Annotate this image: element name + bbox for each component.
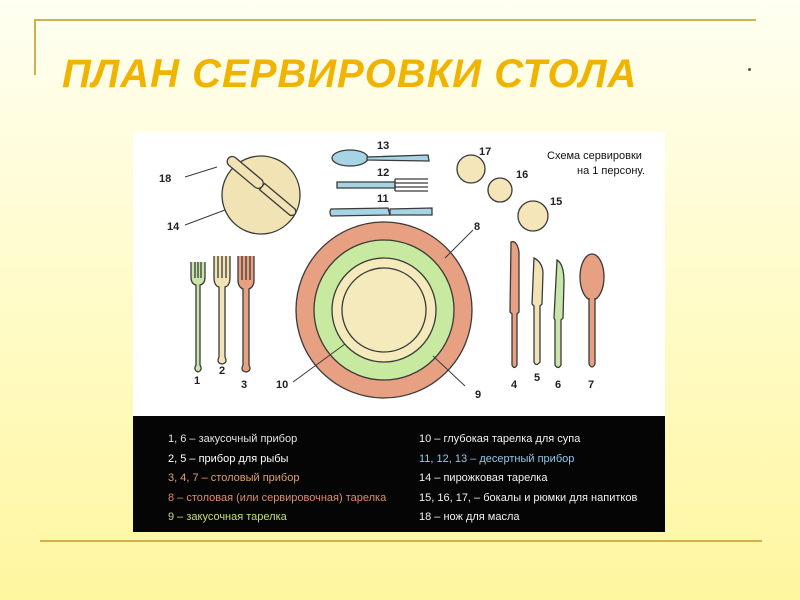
frame-rule-left: [34, 19, 36, 75]
frame-rule-top: [34, 19, 756, 21]
legend-item: 14 – пирожковая тарелка: [419, 472, 548, 484]
label-8: 8: [474, 221, 480, 233]
legend-item: 11, 12, 13 – десертный прибор: [419, 452, 575, 465]
frame-rule-bottom: [40, 540, 762, 542]
glass-17: [456, 154, 486, 184]
legend-item: 3, 4, 7 – столовый прибор: [168, 472, 300, 484]
legend-item: 15, 16, 17, – бокалы и рюмки для напитко…: [419, 491, 638, 504]
label-18: 18: [159, 173, 171, 185]
scheme-caption-line2: на 1 персону.: [577, 165, 645, 177]
label-7: 7: [588, 379, 594, 391]
slide-title: ПЛАН СЕРВИРОВКИ СТОЛА: [62, 52, 638, 96]
scheme-caption-line1: Схема сервировки: [547, 150, 642, 162]
legend-item: 8 – столовая (или сервировочная) тарелка: [168, 491, 387, 504]
table-setting-diagram: 18 14 13 12 11 17 16 15 8 10 9 1 2 3 4 5…: [133, 132, 665, 416]
title-dot: [748, 68, 751, 71]
table-setting-panel: 18 14 13 12 11 17 16 15 8 10 9 1 2 3 4 5…: [133, 132, 665, 532]
soup-plate-well: [341, 267, 427, 353]
label-12: 12: [377, 167, 389, 179]
butter-knife: [226, 155, 297, 217]
fish-fork: [213, 256, 231, 365]
label-15: 15: [550, 196, 562, 208]
label-2: 2: [219, 365, 225, 377]
legend-panel: 1, 6 – закусочный прибор 2, 5 – прибор дл…: [133, 416, 665, 532]
legend-item: 18 – нож для масла: [419, 511, 520, 523]
label-4: 4: [511, 379, 518, 391]
snack-knife: [553, 258, 565, 369]
label-3: 3: [241, 379, 247, 391]
dessert-knife: [329, 207, 433, 217]
glass-15: [517, 200, 549, 232]
dessert-spoon: [331, 149, 430, 167]
table-knife: [509, 241, 520, 369]
glass-16: [487, 177, 513, 203]
label-13: 13: [377, 140, 389, 152]
label-5: 5: [534, 372, 540, 384]
legend-item: 10 – глубокая тарелка для супа: [419, 433, 581, 445]
label-6: 6: [555, 379, 561, 391]
table-fork: [237, 256, 255, 373]
table-spoon: [579, 253, 605, 368]
legend-item: 1, 6 – закусочный прибор: [168, 433, 298, 445]
label-9: 9: [475, 389, 481, 401]
fish-knife: [531, 256, 544, 366]
snack-fork: [190, 262, 206, 373]
legend-item: 9 – закусочная тарелка: [168, 511, 287, 523]
legend-column-right: 10 – глубокая тарелка для супа 11, 12, 13…: [419, 430, 637, 528]
label-16: 16: [516, 169, 528, 181]
label-17: 17: [479, 146, 491, 158]
dessert-fork: [336, 178, 428, 192]
label-1: 1: [194, 375, 200, 387]
label-10: 10: [276, 379, 288, 391]
diagram-canvas: 18 14 13 12 11 17 16 15 8 10 9 1 2 3 4 5…: [159, 140, 645, 401]
legend-column-left: 1, 6 – закусочный прибор 2, 5 – прибор дл…: [168, 430, 386, 528]
label-11: 11: [377, 193, 389, 205]
leader-lines: [184, 166, 474, 387]
label-14: 14: [167, 221, 180, 233]
legend-item: 2, 5 – прибор для рыбы: [168, 452, 289, 465]
